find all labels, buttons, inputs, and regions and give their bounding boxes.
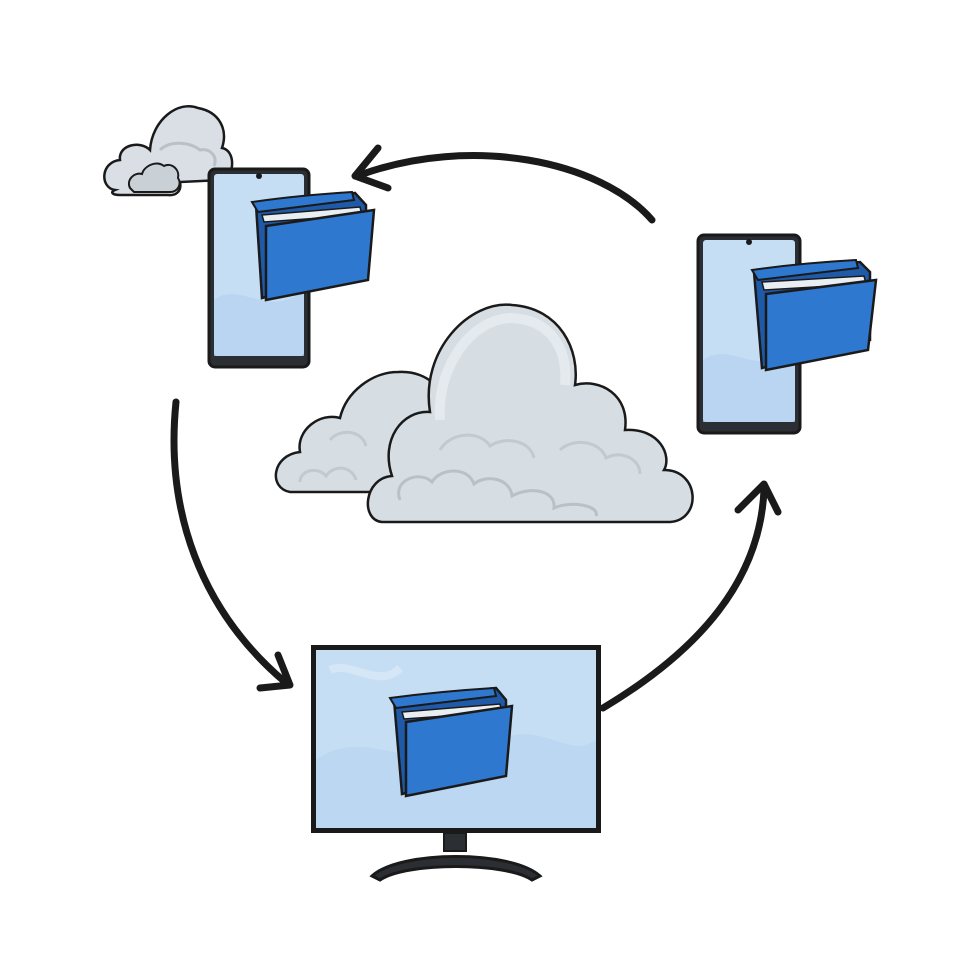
camera-icon bbox=[256, 173, 262, 179]
folder-icon-phone-right bbox=[750, 258, 878, 372]
camera-icon bbox=[746, 239, 752, 245]
folder-icon-monitor bbox=[388, 686, 514, 798]
monitor-stand-base bbox=[369, 855, 543, 882]
desktop-monitor bbox=[311, 645, 601, 882]
central-cloud-icon bbox=[274, 303, 694, 524]
small-cloud-icon bbox=[103, 105, 234, 197]
sync-arrow-top bbox=[351, 144, 656, 224]
monitor-stand-neck bbox=[443, 832, 467, 852]
folder-icon-phone-left bbox=[250, 190, 376, 302]
sync-arrow-right bbox=[599, 480, 782, 712]
sync-arrow-left bbox=[170, 398, 294, 692]
